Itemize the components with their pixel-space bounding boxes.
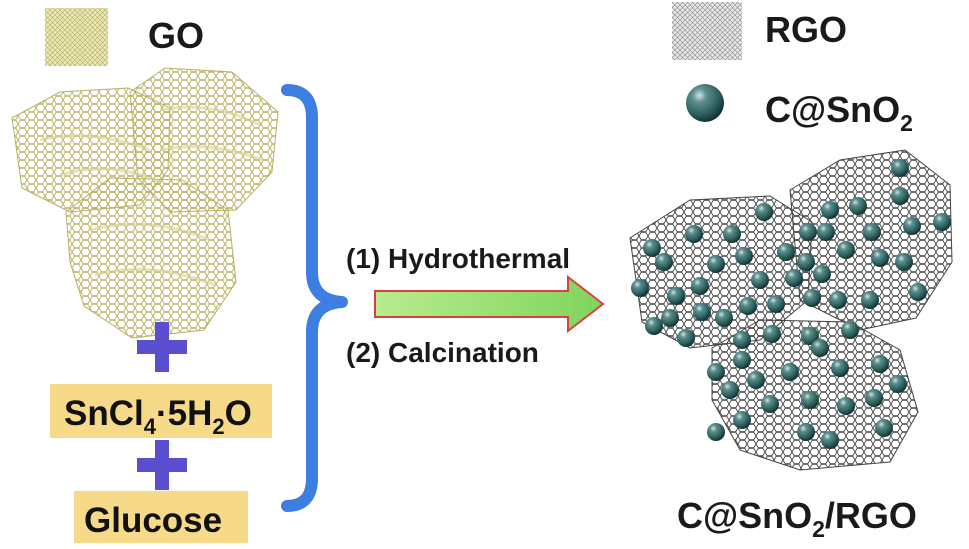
sno2-particle — [801, 391, 819, 409]
sno2-particle — [739, 297, 757, 315]
sno2-particle — [761, 395, 779, 413]
sno2-particle — [895, 253, 913, 271]
sno2-particle — [891, 187, 909, 205]
sno2-particle — [797, 253, 815, 271]
step-hydrothermal: (1) Hydrothermal — [346, 243, 570, 274]
sphere-legend-label: C@SnO2 — [765, 89, 913, 136]
product-label: C@SnO2/RGO — [677, 495, 917, 542]
curly-brace — [281, 84, 348, 512]
glucose-label: Glucose — [84, 501, 222, 540]
sno2-particle — [821, 431, 839, 449]
sno2-particle — [747, 371, 765, 389]
sno2-particle — [933, 213, 951, 231]
sno2-particle — [817, 223, 835, 241]
go-sheet-3 — [65, 177, 237, 339]
step-calcination: (2) Calcination — [346, 337, 539, 368]
glucose-box — [74, 491, 248, 543]
sno2-particle — [733, 331, 751, 349]
sno2-particle — [889, 375, 907, 393]
sno2-particle — [903, 217, 921, 235]
sno2-particle — [715, 309, 733, 327]
sno2-particle — [781, 363, 799, 381]
sno2-particle — [677, 329, 695, 347]
sno2-particle — [661, 309, 679, 327]
sno2-particle — [763, 325, 781, 343]
sphere-legend-icon — [686, 84, 724, 122]
sno2-particle — [685, 225, 703, 243]
sno2-particle — [751, 271, 769, 289]
sno2-particle — [865, 389, 883, 407]
sno2-particle — [735, 247, 753, 265]
sno2-particle — [723, 225, 741, 243]
sno2-particle — [837, 397, 855, 415]
go-sheets — [11, 67, 279, 339]
rgo-legend-label: RGO — [765, 9, 847, 50]
plus-icon-2 — [137, 440, 187, 490]
sno2-particle — [891, 159, 909, 177]
sno2-particle — [797, 423, 815, 441]
reaction-arrow — [374, 274, 605, 334]
sncl4-box — [50, 384, 272, 438]
sno2-particle — [831, 359, 849, 377]
sno2-particle — [733, 351, 751, 369]
sno2-particle — [721, 381, 739, 399]
sno2-particle — [733, 411, 751, 429]
plus-icon-1 — [137, 322, 187, 372]
sno2-particle — [909, 283, 927, 301]
sno2-particle — [707, 363, 725, 381]
sno2-particle — [841, 321, 859, 339]
sno2-particle — [863, 223, 881, 241]
sno2-particle — [813, 265, 831, 283]
sno2-particle — [767, 295, 785, 313]
sno2-particle — [821, 201, 839, 219]
sno2-particle — [707, 423, 725, 441]
sno2-particle — [645, 317, 663, 335]
sno2-particle — [799, 223, 817, 241]
sno2-particle — [801, 327, 819, 345]
sno2-particle — [811, 339, 829, 357]
sno2-particle — [829, 291, 847, 309]
sno2-particle — [871, 355, 889, 373]
go-legend-label: GO — [148, 15, 204, 56]
sno2-particle — [655, 253, 673, 271]
sno2-particle — [849, 197, 867, 215]
sno2-particle — [631, 279, 649, 297]
sno2-particle — [643, 239, 661, 257]
sno2-particle — [777, 243, 795, 261]
sno2-particle — [803, 289, 821, 307]
sno2-particle — [861, 291, 879, 309]
sno2-particle — [871, 249, 889, 267]
sno2-particle — [667, 287, 685, 305]
go-legend-swatch — [45, 8, 108, 66]
rgo-legend-swatch — [672, 2, 742, 60]
sno2-particle — [691, 277, 709, 295]
sno2-particle — [755, 203, 773, 221]
c-sno2-particles — [631, 159, 951, 449]
sno2-particle — [693, 303, 711, 321]
sno2-particle — [707, 255, 725, 273]
sno2-particle — [785, 269, 803, 287]
sno2-particle — [837, 241, 855, 259]
sncl4-label: SnCl4·5H2O — [64, 394, 252, 439]
sno2-particle — [875, 419, 893, 437]
